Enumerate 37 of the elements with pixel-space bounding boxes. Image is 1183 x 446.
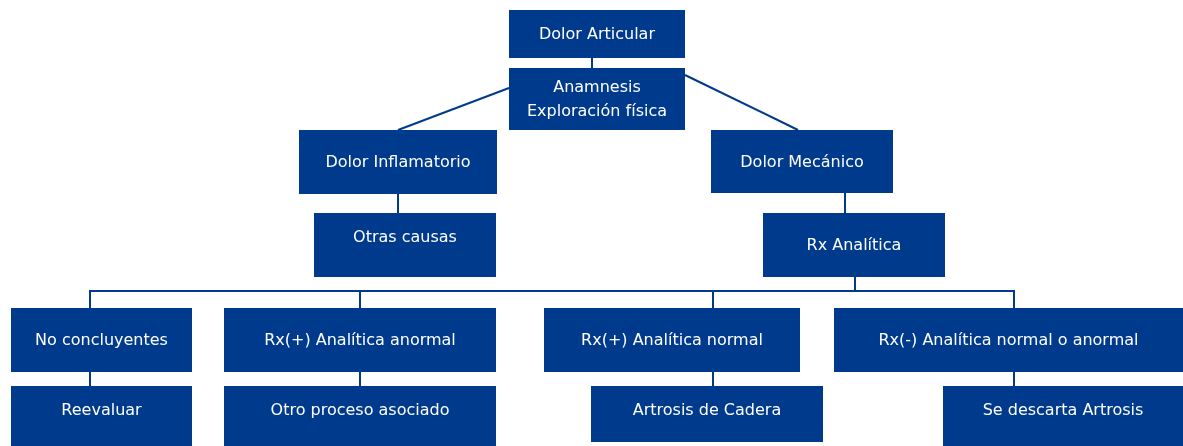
box-label: Dolor Articular	[539, 23, 655, 45]
process-box	[544, 308, 800, 372]
box-label: No concluyentes	[35, 329, 168, 351]
connector-line	[397, 87, 510, 131]
process-box	[591, 386, 823, 442]
box-label: Rx(+) Analítica normal	[581, 329, 763, 351]
box-label: Reevaluar	[61, 399, 142, 421]
box-label: Otro proceso asociado	[270, 399, 450, 421]
process-box	[224, 386, 496, 446]
box-label: Rx Analítica	[806, 234, 902, 256]
connector-line	[591, 57, 593, 69]
box-label: Artrosis de Cadera	[632, 399, 782, 421]
box-label: Anamnesis Exploración física	[525, 76, 669, 122]
box-label: Rx(+) Analítica anormal	[264, 329, 456, 351]
connector-line	[89, 371, 91, 387]
connector-line	[712, 371, 714, 387]
process-box	[943, 386, 1183, 446]
connector-line	[684, 74, 799, 131]
process-box	[834, 308, 1183, 372]
process-box	[711, 130, 893, 193]
box-label: Se descarta Artrosis	[982, 399, 1144, 421]
box-label: Dolor Mecánico	[740, 150, 864, 173]
connector-line	[844, 192, 846, 214]
process-box	[509, 10, 685, 58]
process-box	[224, 308, 496, 372]
connector-line	[397, 193, 399, 214]
process-box	[11, 386, 192, 446]
process-box	[11, 308, 192, 372]
connector-line	[1013, 371, 1015, 387]
process-box	[314, 213, 496, 277]
box-label: Rx(-) Analítica normal o anormal	[878, 329, 1139, 351]
process-box	[299, 130, 497, 194]
process-box	[763, 213, 945, 277]
process-box	[509, 68, 685, 130]
box-label: Dolor Inflamatorio	[325, 151, 471, 173]
connector-line	[359, 371, 361, 387]
box-label: Otras causas	[353, 226, 457, 248]
